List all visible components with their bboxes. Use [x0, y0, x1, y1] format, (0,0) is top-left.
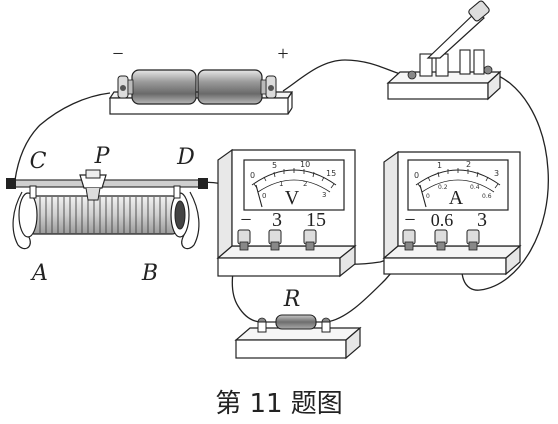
voltmeter-terminal-minus: − [240, 209, 251, 231]
battery-minus-label: − [112, 43, 123, 65]
voltmeter-scale-b2: 2 [303, 180, 307, 188]
knife-switch[interactable] [386, 0, 502, 101]
rheostat-label-b: B [141, 261, 158, 286]
ammeter-scale-3: 3 [494, 169, 499, 178]
voltmeter-scale-0: 0 [250, 171, 255, 180]
switch-terminal-left [407, 70, 417, 80]
ammeter-terminal-minus: − [404, 209, 415, 231]
ammeter-symbol: A [449, 187, 464, 209]
voltmeter-scale-5: 5 [272, 161, 277, 170]
resistor-label: R [283, 287, 301, 312]
ammeter-scale-0: 0 [414, 171, 419, 180]
voltmeter-terminal-3: 3 [272, 209, 282, 231]
ammeter-scale-2: 2 [466, 160, 471, 169]
wire-battery-to-rheostat-c [14, 92, 111, 181]
battery-cell [131, 69, 197, 105]
ammeter-scale-b06: 0.6 [482, 193, 492, 200]
voltmeter-symbol: V [285, 187, 300, 209]
ammeter-post-0-6[interactable] [434, 229, 448, 251]
voltmeter-post-15[interactable] [303, 229, 317, 251]
voltmeter-post-minus[interactable] [237, 229, 251, 251]
wire-battery-to-switch [282, 59, 413, 92]
sliding-rheostat[interactable] [6, 169, 208, 250]
ammeter-needle [419, 184, 427, 208]
rheostat-coil [27, 195, 179, 235]
voltmeter-scale-10: 10 [300, 160, 310, 169]
rheostat-label-p: P [94, 144, 111, 169]
voltmeter-post-3[interactable] [268, 229, 282, 251]
battery-plus-label: + [277, 43, 288, 65]
voltmeter-scale-b0: 0 [262, 192, 266, 200]
ammeter-scale-b02: 0.2 [438, 184, 448, 191]
resistor-r [234, 314, 362, 360]
battery-cell [197, 69, 263, 105]
figure-caption: 第 11 题图 [215, 389, 343, 419]
rheostat-rod [13, 179, 201, 188]
switch-terminal-right [483, 65, 493, 75]
voltmeter-terminal-15: 15 [306, 209, 326, 231]
voltmeter-scale-b3: 3 [322, 191, 326, 199]
voltmeter-needle [255, 184, 263, 208]
terminal-d [198, 178, 208, 189]
ammeter-scale-b0: 0 [426, 193, 430, 200]
ammeter-terminals[interactable] [402, 229, 480, 251]
switch-blade [426, 11, 485, 59]
ammeter-scale-b04: 0.4 [470, 184, 480, 191]
resistor-body [275, 314, 317, 330]
wire-switch-to-ammeter-3 [461, 71, 549, 291]
terminal-c [6, 178, 16, 189]
rheostat-label-d: D [176, 145, 195, 170]
voltmeter-terminals[interactable] [237, 229, 317, 251]
rheostat-label-c: C [30, 149, 47, 174]
battery-holder [108, 69, 294, 115]
ammeter-post-minus[interactable] [402, 229, 416, 251]
ammeter-scale-1: 1 [437, 161, 442, 170]
voltmeter-scale-b1: 1 [279, 180, 283, 188]
ammeter-terminal-0-6: 0.6 [431, 210, 454, 230]
ammeter [382, 150, 522, 276]
slider-p[interactable] [79, 169, 107, 201]
switch-handle [468, 0, 490, 22]
rheostat-label-a: A [30, 261, 48, 286]
voltmeter [216, 148, 357, 278]
ammeter-post-3[interactable] [466, 229, 480, 251]
ammeter-terminal-3: 3 [477, 209, 487, 231]
voltmeter-scale-15: 15 [326, 169, 336, 178]
